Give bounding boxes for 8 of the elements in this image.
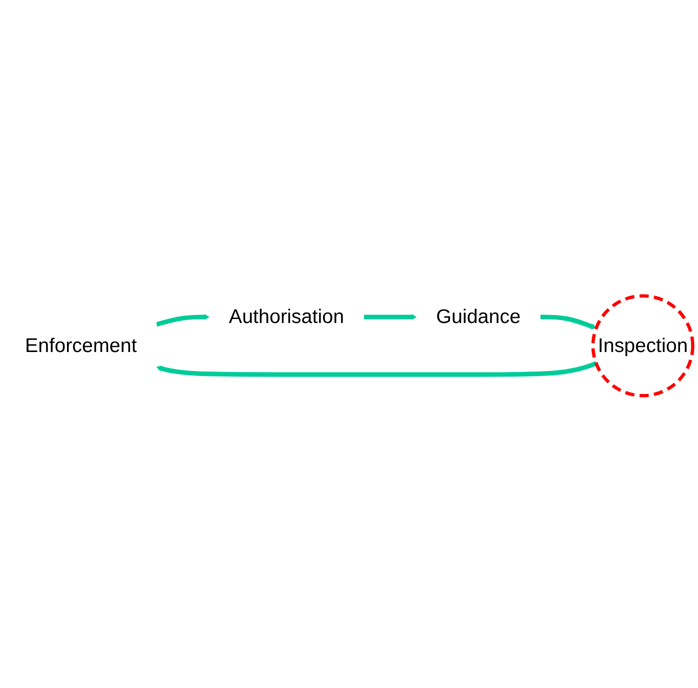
arrow [540, 314, 596, 330]
node-text: Enforcement [24, 334, 137, 357]
arrow [156, 361, 597, 377]
arrow [364, 314, 417, 320]
node-text: Guidance [436, 306, 521, 328]
node-text: Authorisation [228, 306, 344, 328]
arrow [156, 314, 210, 327]
node-circle: Inspection [591, 294, 694, 398]
